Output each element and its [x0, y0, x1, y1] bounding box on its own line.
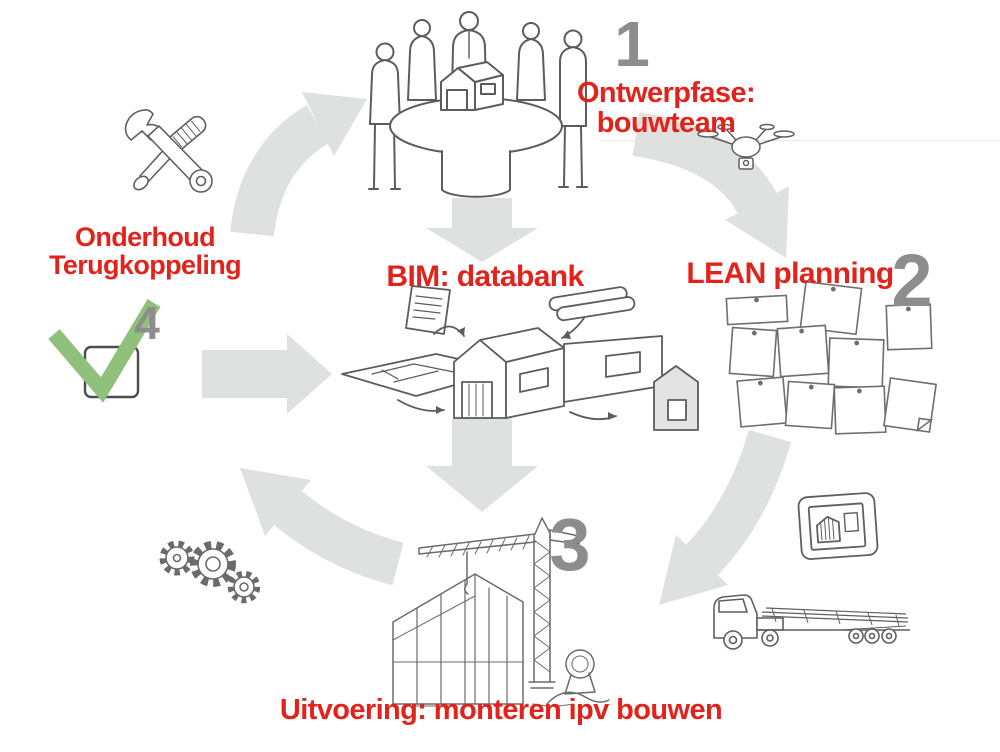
tablet-3d-model-icon [797, 492, 879, 560]
label-execution-phase: Uitvoering: monteren ipv bouwen [279, 694, 723, 726]
person-3 [459, 11, 479, 31]
divider-line [600, 140, 1000, 141]
cement-mixer [546, 649, 610, 705]
bouwteam-round-table-illustration [368, 11, 588, 198]
bim-model-illustration [341, 285, 699, 431]
house-model [440, 61, 504, 111]
wrench-screwdriver-icon [124, 109, 213, 193]
arrow-maintenance-to-design [230, 92, 367, 237]
gears-icon [159, 540, 261, 604]
label-maintenance-line2: Terugkoppeling [48, 250, 242, 281]
label-maintenance-line1: Onderhoud [74, 222, 216, 252]
person-2 [413, 19, 431, 37]
small-house [653, 365, 699, 431]
phase-number-3: 3 [549, 503, 591, 586]
phase-number-4: 4 [134, 297, 160, 349]
phase-number-1: 1 [614, 8, 650, 80]
label-maintenance-phase: Onderhoud Terugkoppeling [20, 223, 270, 280]
arrow-hub-to-execution [426, 418, 538, 512]
flatbed-truck-icon [713, 594, 910, 650]
sticky-notes-board [725, 280, 938, 435]
tower-crane [418, 517, 580, 689]
arrow-lean-to-execution [659, 429, 792, 605]
checkmark-box-icon [48, 299, 161, 403]
arrow-maintenance-to-hub [202, 334, 332, 414]
label-lean-phase: LEAN planning [686, 257, 894, 290]
person-1 [375, 42, 395, 62]
label-bim-hub: BIM: databank [386, 260, 584, 293]
person-4 [522, 22, 540, 40]
construction-site-illustration [392, 517, 610, 707]
arrow-design-to-hub [426, 198, 538, 262]
label-design-phase: Ontwerpfase: bouwteam [555, 78, 777, 139]
arrow-execution-to-maintenance [240, 468, 404, 586]
phase-number-2: 2 [891, 239, 933, 322]
arrow-design-to-lean [632, 112, 789, 258]
document [405, 285, 451, 335]
label-design-line2: bouwteam [596, 107, 736, 140]
blueprint-rolls [548, 286, 636, 322]
house-frame [392, 573, 524, 705]
person-5 [563, 29, 583, 49]
label-design-line1: Ontwerpfase: [576, 77, 756, 109]
drone-icon [697, 123, 795, 170]
